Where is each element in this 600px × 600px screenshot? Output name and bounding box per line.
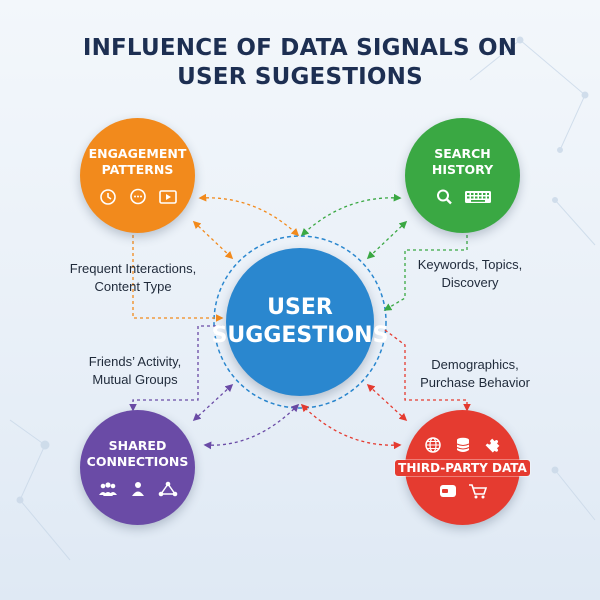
diagram-title: INFLUENCE OF DATA SIGNALS ON USER SUGEST… bbox=[0, 34, 600, 92]
network-icon bbox=[158, 481, 177, 496]
arrow-search-diag bbox=[366, 220, 408, 260]
center-line-1: USER bbox=[267, 295, 333, 320]
annotation-search-line-2: Discovery bbox=[441, 275, 499, 290]
search-label: SEARCH HISTORY bbox=[432, 146, 493, 178]
connector-third-party bbox=[300, 329, 471, 450]
search-line-2: HISTORY bbox=[431, 161, 494, 177]
shared-line-2: CONNECTIONS bbox=[86, 453, 189, 469]
connector-engagement bbox=[132, 193, 300, 322]
node-search-history: SEARCH HISTORY bbox=[405, 118, 520, 233]
arrow-shared-bottom bbox=[203, 403, 300, 450]
connector-search bbox=[300, 193, 468, 311]
arrow-shared-diag bbox=[192, 383, 234, 422]
search-line-1: SEARCH bbox=[434, 145, 491, 161]
annotation-third-party-line-2: Purchase Behavior bbox=[420, 375, 530, 390]
node-shared-connections: SHARED CONNECTIONS bbox=[80, 410, 195, 525]
arrow-search-elbow bbox=[383, 235, 468, 311]
person-icon bbox=[131, 481, 144, 496]
shared-line-1: SHARED bbox=[108, 437, 167, 453]
globe-icon bbox=[424, 436, 441, 453]
clock-icon bbox=[99, 188, 116, 205]
annotation-third-party-line-1: Demographics, bbox=[431, 357, 519, 372]
third-party-icons-top bbox=[422, 436, 504, 454]
third-party-icons-bottom bbox=[437, 482, 489, 500]
center-line-2: SUGGESTIONS bbox=[211, 323, 389, 348]
center-dashed-ring bbox=[213, 235, 387, 409]
background-network bbox=[9, 36, 596, 561]
node-engagement-patterns: ENGAGEMENT PATTERNS bbox=[80, 118, 195, 233]
arrow-search-top bbox=[300, 193, 402, 237]
arrow-third-party-elbow bbox=[384, 329, 471, 412]
center-node-label: USER SUGGESTIONS bbox=[212, 294, 389, 350]
engagement-line-2: PATTERNS bbox=[101, 161, 174, 177]
connector-shared bbox=[129, 325, 300, 450]
shared-icons bbox=[97, 480, 179, 498]
third-party-label: THIRD-PARTY DATA bbox=[395, 459, 530, 476]
shared-label: SHARED CONNECTIONS bbox=[87, 438, 189, 470]
engagement-line-1: ENGAGEMENT bbox=[88, 145, 187, 161]
engagement-label: ENGAGEMENT PATTERNS bbox=[89, 146, 187, 178]
arrow-third-party-diag bbox=[366, 383, 408, 422]
puzzle-icon bbox=[485, 438, 499, 452]
annotation-search-line-1: Keywords, Topics, bbox=[417, 257, 523, 272]
annotation-engagement: Frequent Interactions, Content Type bbox=[48, 260, 218, 296]
node-third-party-data: THIRD-PARTY DATA bbox=[395, 410, 530, 525]
annotation-shared-line-2: Mutual Groups bbox=[92, 372, 178, 387]
arrow-engagement-diag bbox=[192, 220, 234, 260]
annotation-engagement-line-1: Frequent Interactions, bbox=[69, 261, 197, 276]
storage-icon bbox=[439, 484, 456, 497]
annotation-shared-line-1: Friends’ Activity, bbox=[88, 354, 182, 369]
video-play-icon bbox=[158, 189, 177, 204]
title-line-2: USER SUGESTIONS bbox=[177, 64, 423, 90]
annotation-search: Keywords, Topics, Discovery bbox=[395, 256, 545, 292]
title-line-1: INFLUENCE OF DATA SIGNALS ON bbox=[82, 35, 518, 61]
chat-bubble-icon bbox=[129, 188, 146, 204]
annotation-shared: Friends’ Activity, Mutual Groups bbox=[60, 353, 210, 389]
arrow-shared-elbow bbox=[129, 325, 222, 412]
cart-icon bbox=[468, 483, 487, 498]
group-icon bbox=[98, 481, 117, 496]
center-node-user-suggestions: USER SUGGESTIONS bbox=[212, 248, 388, 396]
database-icon bbox=[456, 437, 469, 452]
engagement-icons bbox=[97, 188, 179, 206]
arrow-engagement-top bbox=[198, 193, 300, 237]
search-icons bbox=[434, 188, 492, 206]
annotation-engagement-line-2: Content Type bbox=[94, 279, 172, 294]
annotation-third-party: Demographics, Purchase Behavior bbox=[400, 356, 550, 392]
keyboard-icon bbox=[464, 190, 491, 203]
arrow-third-party-bottom bbox=[300, 403, 402, 450]
magnifier-icon bbox=[436, 189, 452, 204]
